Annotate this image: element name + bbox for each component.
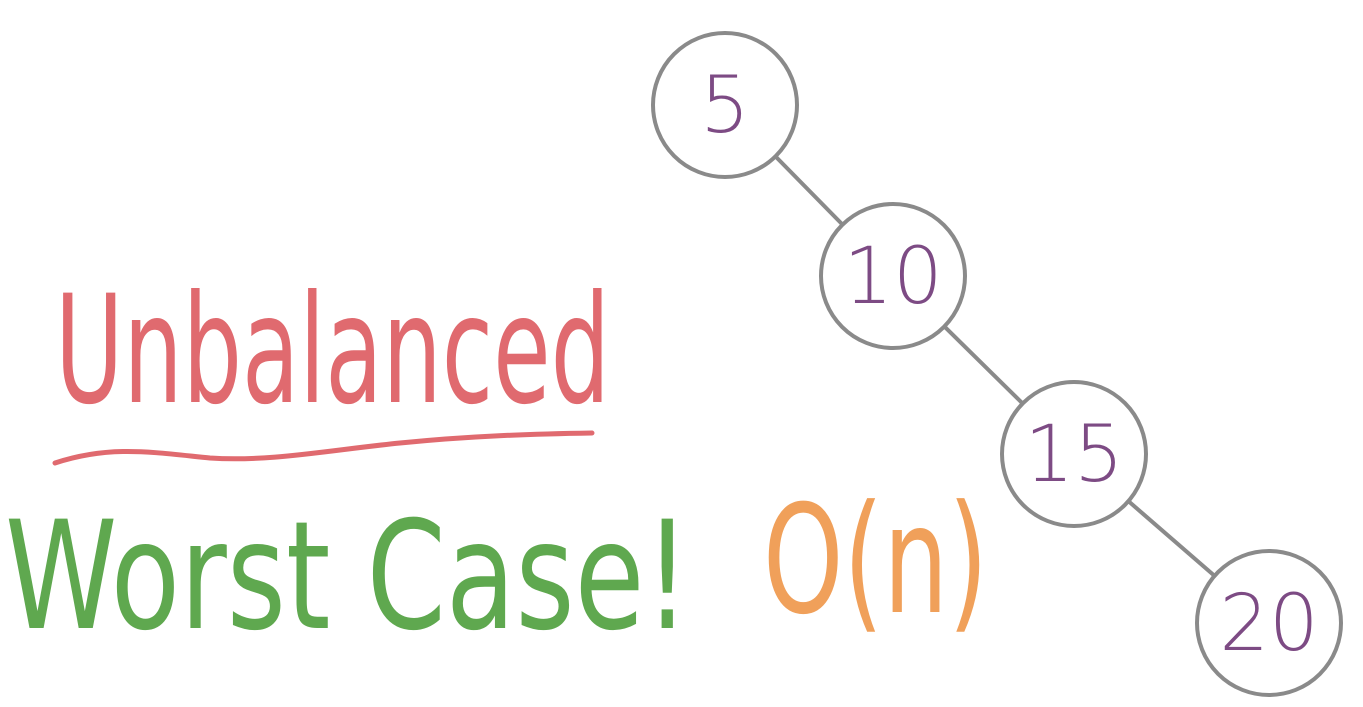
tree-edge-n5-n10: [773, 154, 845, 227]
tree-node-value: 15: [1024, 410, 1123, 500]
tree-node-value: 10: [843, 232, 942, 322]
tree-node-20: 20: [1195, 549, 1343, 697]
tree-edge-n15-n20: [1126, 499, 1217, 578]
worst-case-label: Worst Case!: [5, 490, 690, 664]
tree-node-5: 5: [651, 31, 799, 179]
diagram-title: Unbalanced: [55, 264, 610, 438]
tree-node-circle: [1000, 380, 1148, 528]
title-underline: [52, 430, 595, 466]
tree-node-15: 15: [1000, 380, 1148, 528]
complexity-label: O(n): [763, 474, 988, 648]
tree-edges: [773, 154, 1217, 578]
tree-nodes: 5 10 15 20: [651, 31, 1343, 697]
tree-node-circle: [651, 31, 799, 179]
tree-node-value: 5: [700, 61, 750, 151]
tree-node-10: 10: [819, 202, 967, 350]
tree-node-circle: [819, 202, 967, 350]
tree-node-circle: [1195, 549, 1343, 697]
tree-edge-n10-n15: [942, 324, 1025, 406]
tree-node-value: 20: [1219, 579, 1318, 669]
